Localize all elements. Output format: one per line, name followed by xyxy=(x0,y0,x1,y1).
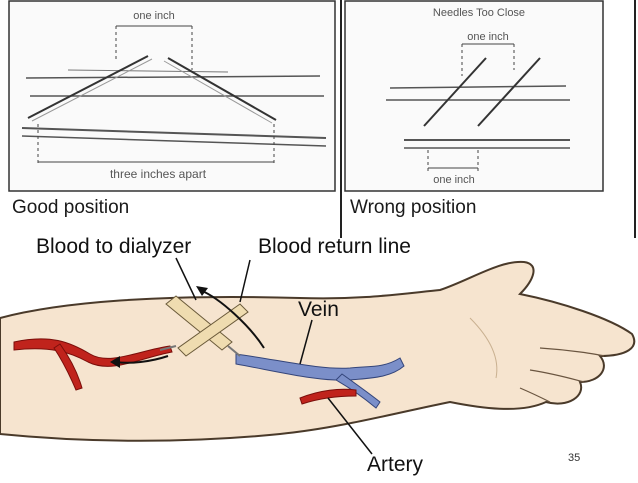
wrong-position-panel: Needles Too Close one inch one inch Wron… xyxy=(344,0,632,238)
needle-venous xyxy=(227,345,241,357)
artery-left xyxy=(13,338,173,367)
forearm-hand xyxy=(0,260,636,442)
good-needle-left-edge xyxy=(31,58,153,122)
slide-page-number: 35 xyxy=(568,452,581,464)
flow-arrow-return xyxy=(199,289,265,349)
good-position-sketch: one inch three inches apart xyxy=(8,0,336,192)
good-position-panel: one inch three inches apart Good positio… xyxy=(8,0,338,238)
wrong-title: Needles Too Close xyxy=(433,7,525,19)
good-needle-right xyxy=(167,57,277,121)
wrong-needle-right xyxy=(477,57,541,127)
flow-arrow-return-head xyxy=(196,286,208,296)
wrong-position-sketch: Needles Too Close one inch one inch xyxy=(344,0,604,192)
wrong-position-caption: Wrong position xyxy=(350,197,477,218)
flow-arrow-dialyzer-head xyxy=(110,356,120,368)
finger-line-1 xyxy=(539,347,605,357)
good-upper-vein-wall xyxy=(67,69,229,73)
leader-return xyxy=(239,259,251,303)
good-upper-vein-top xyxy=(25,75,321,79)
wrong-sketch-frame xyxy=(344,0,604,192)
good-measure-bottom: three inches apart xyxy=(110,167,207,181)
label-blood-to-dialyzer: Blood to dialyzer xyxy=(36,235,192,258)
arm-illustration xyxy=(0,238,638,478)
tube-return-line xyxy=(177,303,249,357)
wrong-vein-top xyxy=(389,85,567,89)
vein-branch xyxy=(335,373,381,409)
wrong-measure-top: one inch xyxy=(467,31,509,43)
label-blood-return-line: Blood return line xyxy=(258,235,411,258)
right-border xyxy=(634,0,636,238)
arm-drawing xyxy=(0,257,636,455)
label-vein: Vein xyxy=(298,298,339,321)
vein-vessel xyxy=(235,353,405,381)
good-lower-vein-top xyxy=(21,127,327,139)
good-needle-right-edge xyxy=(163,60,273,124)
artery-lower xyxy=(299,388,357,405)
finger-line-3 xyxy=(519,387,551,403)
good-lower-vein-bottom xyxy=(21,135,327,147)
good-position-caption: Good position xyxy=(12,197,130,218)
panel-divider xyxy=(340,0,342,238)
palm-crease xyxy=(469,317,498,379)
label-artery: Artery xyxy=(367,453,424,476)
leader-artery xyxy=(327,397,373,455)
wrong-needle-left xyxy=(423,57,487,127)
artery-branch xyxy=(53,343,83,391)
good-needle-left xyxy=(27,55,149,119)
wrong-measure-bottom: one inch xyxy=(433,174,475,186)
leader-dialyzer xyxy=(175,257,197,301)
leader-vein xyxy=(299,319,313,365)
good-measure-top: one inch xyxy=(133,10,175,22)
needle-arterial xyxy=(159,345,177,351)
finger-line-2 xyxy=(529,369,585,383)
